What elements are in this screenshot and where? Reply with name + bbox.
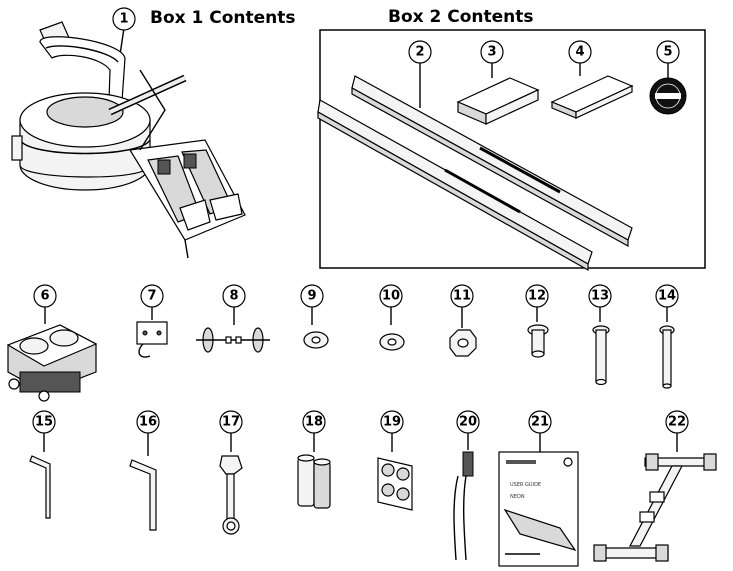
part-10-washer (379, 307, 405, 351)
callout-17 (219, 410, 243, 434)
part-7-seat-stop (136, 307, 168, 358)
part-9-washer (303, 307, 329, 349)
callout-4-label: 4 (575, 45, 584, 60)
callout-9 (300, 284, 324, 308)
callout-7 (140, 284, 164, 308)
part-13-long-bolt (592, 307, 610, 386)
callout-6-label: 6 (40, 289, 49, 304)
part-12-short-bolt (527, 307, 549, 358)
callout-1 (112, 7, 136, 31)
callout-12 (525, 284, 549, 308)
manual-title: USER GUIDE (510, 482, 541, 488)
callout-8-label: 8 (229, 289, 238, 304)
part-6-seat (6, 307, 98, 402)
part-21-user-guide: USER GUIDE NEON (498, 433, 579, 567)
callout-1-label: 1 (119, 12, 128, 27)
callout-20 (456, 410, 480, 434)
callout-22-label: 22 (668, 415, 686, 430)
callout-16 (136, 410, 160, 434)
callout-8 (222, 284, 246, 308)
callout-11-label: 11 (453, 289, 471, 304)
callout-21-label: 21 (531, 415, 549, 430)
part-22-base-frame (593, 433, 717, 562)
callout-18-label: 18 (305, 415, 323, 430)
part-5-badge (649, 62, 687, 115)
callout-3 (480, 40, 504, 64)
callout-10-label: 10 (382, 289, 400, 304)
callout-11 (450, 284, 474, 308)
part-18-batteries (297, 433, 331, 509)
part-3-channel-bracket (456, 62, 540, 125)
callout-3-label: 3 (487, 45, 496, 60)
part-17-wrench (219, 433, 243, 535)
callout-13-label: 13 (591, 289, 609, 304)
box2-heading: Box 2 Contents (388, 7, 534, 27)
callout-21 (528, 410, 552, 434)
callout-18 (302, 410, 326, 434)
part-8-seat-wheels (196, 307, 270, 353)
box2-frame (319, 29, 706, 269)
part-19-pads (377, 433, 413, 511)
part-16-hex-key (129, 433, 157, 531)
part-2-rails (317, 62, 633, 272)
box1-heading: Box 1 Contents (150, 8, 296, 28)
manual-model: NEON (510, 494, 525, 500)
callout-4 (568, 40, 592, 64)
part-20-siphon-pump (453, 433, 474, 561)
callout-20-label: 20 (459, 415, 477, 430)
callout-22 (665, 410, 689, 434)
part-11-nut (449, 307, 477, 357)
callout-17-label: 17 (222, 415, 240, 430)
callout-15 (32, 410, 56, 434)
callout-2-label: 2 (415, 45, 424, 60)
part-14-long-bolt (659, 307, 675, 389)
callout-14-label: 14 (658, 289, 676, 304)
callout-19 (380, 410, 404, 434)
part-4-mounting-plate (550, 62, 634, 119)
callout-15-label: 15 (35, 415, 53, 430)
callout-14 (655, 284, 679, 308)
callout-5 (656, 40, 680, 64)
callout-13 (588, 284, 612, 308)
callout-5-label: 5 (663, 45, 672, 60)
callout-16-label: 16 (139, 415, 157, 430)
part-1-rower-tank (11, 21, 246, 259)
part-15-hex-key (29, 433, 51, 519)
callout-19-label: 19 (383, 415, 401, 430)
callout-2 (408, 40, 432, 64)
callout-6 (33, 284, 57, 308)
callout-9-label: 9 (307, 289, 316, 304)
callout-7-label: 7 (147, 289, 156, 304)
callout-12-label: 12 (528, 289, 546, 304)
callout-10 (379, 284, 403, 308)
